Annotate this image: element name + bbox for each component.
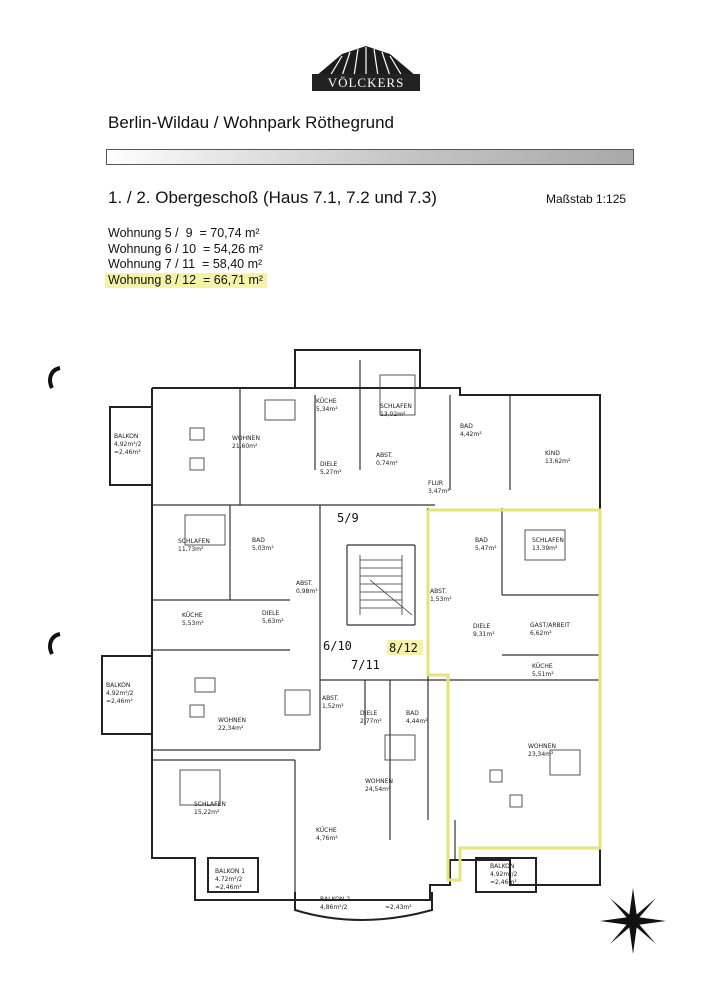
unit-row: Wohnung 7 / 11 = 58,40 m²	[108, 257, 263, 271]
room-label: SCHLAFEN	[380, 403, 412, 410]
logo-roof-icon	[316, 46, 416, 77]
room-area: =2,46m²	[490, 879, 517, 886]
room-label: ABST.	[322, 695, 339, 702]
header-gradient-bar	[106, 149, 634, 165]
room-label: KÜCHE	[316, 398, 337, 405]
room-area: 6,62m²	[530, 630, 552, 637]
room-area: =2,46m²	[114, 449, 141, 456]
unit-label-8-12: 8/12	[389, 641, 418, 655]
room-label: WOHNEN	[528, 743, 556, 750]
room-label: BAD	[460, 423, 473, 430]
room-label: ABST.	[430, 588, 447, 595]
furniture	[179, 374, 581, 808]
room-label: BALKON	[490, 863, 514, 870]
room-label: DIELE	[473, 623, 491, 630]
unit-area-list: Wohnung 5 / 9 = 70,74 m² Wohnung 6 / 10 …	[105, 226, 268, 288]
room-area: 4,86m²/2	[320, 904, 348, 911]
room-label: KÜCHE	[316, 827, 337, 834]
room-area: 5,53m²	[182, 620, 204, 627]
voelckers-logo: VÖLCKERS	[312, 44, 420, 92]
room-area: 5,47m²	[475, 545, 497, 552]
room-area: 4,42m²	[460, 431, 482, 438]
unit-8-12-outline	[426, 508, 602, 882]
scale-label: Maßstab 1:125	[546, 192, 627, 206]
room-area: 22,34m²	[218, 725, 244, 732]
room-area: 2,77m²	[360, 718, 382, 725]
room-area: 1,52m²	[322, 703, 344, 710]
room-label: DIELE	[262, 610, 280, 617]
room-area: 4,92m²/2	[490, 871, 518, 878]
room-area: 13,39m²	[532, 545, 558, 552]
room-label: DIELE	[360, 710, 378, 717]
room-area: 4,92m²/2	[106, 690, 134, 697]
room-area: 24,54m²	[365, 786, 391, 793]
room-label: KIND	[545, 450, 560, 457]
room-area: 4,44m²	[406, 718, 428, 725]
unit-label-8-12-highlight	[387, 640, 423, 655]
room-label: SCHLAFEN	[178, 538, 210, 545]
room-label: BALKON 1	[215, 868, 245, 875]
room-area: 13,62m²	[545, 458, 571, 465]
room-area: 15,22m²	[194, 809, 220, 816]
room-area: 11,73m²	[178, 546, 204, 553]
room-label: GAST/ARBEIT	[530, 622, 570, 629]
room-label: DIELE	[320, 461, 338, 468]
room-area: 5,51m²	[532, 671, 554, 678]
binder-hole-icon	[48, 366, 61, 389]
room-label: WOHNEN	[232, 435, 260, 442]
room-area: 4,92m²/2	[114, 441, 142, 448]
unit-row: Wohnung 5 / 9 = 70,74 m²	[108, 226, 260, 240]
outer-walls	[101, 349, 601, 921]
room-area: 0,74m²	[376, 460, 398, 467]
room-area: 23,34m²	[528, 751, 554, 758]
room-labels: BALKON 4,92m²/2 =2,46m² WOHNEN 21,60m² K…	[106, 398, 571, 911]
unit-label-7-11: 7/11	[351, 658, 380, 672]
room-label: BAD	[406, 710, 419, 717]
room-area: 4,72m²/2	[215, 876, 243, 883]
page-title: Berlin-Wildau / Wohnpark Röthegrund	[108, 113, 394, 132]
room-label: FLUR	[428, 480, 443, 487]
room-area: =2,43m²	[385, 904, 412, 911]
room-label: WOHNEN	[365, 778, 393, 785]
binder-hole-icon	[48, 632, 61, 655]
room-area: 13,02m²	[380, 411, 406, 418]
room-label: KÜCHE	[532, 663, 553, 670]
room-label: BALKON 2	[320, 896, 350, 903]
room-area: 1,53m²	[430, 596, 452, 603]
room-area: 9,31m²	[473, 631, 495, 638]
room-label: SCHLAFEN	[532, 537, 564, 544]
room-label: ABST.	[376, 452, 393, 459]
room-area: 5,27m²	[320, 469, 342, 476]
room-label: BAD	[475, 537, 488, 544]
compass-rose-icon	[600, 888, 666, 954]
room-area: 21,60m²	[232, 443, 258, 450]
interior-walls	[152, 360, 600, 892]
room-area: =2,46m²	[215, 884, 242, 891]
room-area: =2,46m²	[106, 698, 133, 705]
room-area: 5,03m²	[252, 545, 274, 552]
room-label: BALKON	[114, 433, 138, 440]
room-label: SCHLAFEN	[194, 801, 226, 808]
room-label: BALKON	[106, 682, 130, 689]
room-label: BAD	[252, 537, 265, 544]
unit-label-5-9: 5/9	[337, 511, 359, 525]
room-area: 5,63m²	[262, 618, 284, 625]
room-area: 4,76m²	[316, 835, 338, 842]
stairwell	[359, 555, 413, 616]
room-area: 3,47m²	[428, 488, 450, 495]
unit-row-highlighted: Wohnung 8 / 12 = 66,71 m²	[105, 272, 268, 288]
room-area: 5,34m²	[316, 406, 338, 413]
room-label: KÜCHE	[182, 612, 203, 619]
unit-label-6-10: 6/10	[323, 639, 352, 653]
room-label: ABST.	[296, 580, 313, 587]
floor-plan: 5/9 6/10 8/12 7/11 BALKON 4,92m²/2 =2,46…	[101, 349, 602, 921]
room-label: WOHNEN	[218, 717, 246, 724]
page-subtitle: 1. / 2. Obergeschoß (Haus 7.1, 7.2 und 7…	[108, 188, 437, 207]
room-area: 0,98m²	[296, 588, 318, 595]
unit-row: Wohnung 6 / 10 = 54,26 m²	[108, 241, 264, 256]
logo-wordmark: VÖLCKERS	[312, 74, 420, 91]
